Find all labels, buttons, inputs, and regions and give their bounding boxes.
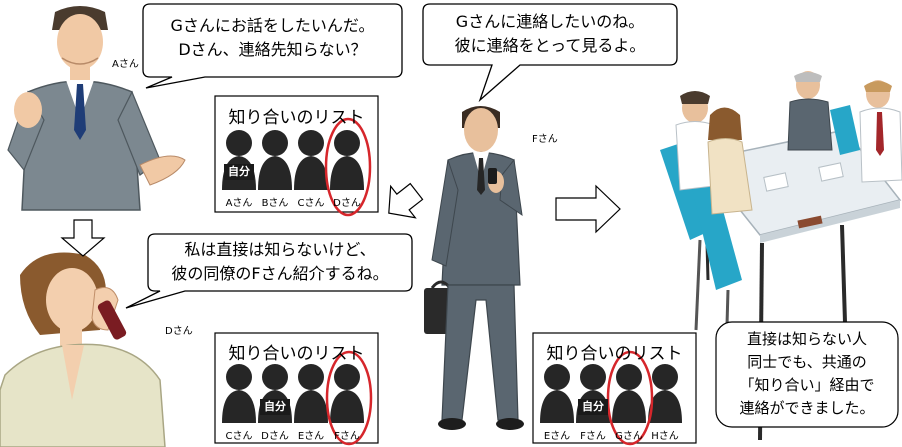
bubble-a-text: Gさんにお話をしたいんだ。 Dさん、連絡先知らない？ [143, 14, 402, 62]
bubble-d-text: 私は直接は知らないけど、 彼の同僚のFさん紹介するね。 [148, 238, 412, 286]
summary-note-text: 直接は知らない人 同士でも、共通の 「知り合い」経由で 連絡ができました。 [716, 328, 898, 420]
list-d-title: 知り合いのリスト [228, 344, 365, 364]
bubble-f-text: Gさんに連絡したいのね。 彼に連絡をとって見るよ。 [423, 10, 677, 58]
list-f-self-badge: 自分 [578, 399, 608, 415]
list-a-self-badge: 自分 [224, 164, 254, 180]
highlight-ring-d [324, 117, 372, 217]
speech-bubble-f [422, 3, 678, 103]
list-f-member-4: Hさん [651, 431, 679, 442]
list-d-member-1: Cさん [225, 431, 253, 442]
person-a-label: Aさん [112, 59, 139, 70]
list-d-member-3: Eさん [297, 431, 325, 442]
list-f-member-2: Fさん [580, 431, 606, 442]
list-f-member-1: Eさん [543, 431, 571, 442]
arrow-f-to-meeting [555, 184, 621, 234]
bubble-a-line2: Dさん、連絡先知らない？ [178, 40, 367, 59]
list-d-member-4: Fさん [334, 431, 360, 442]
person-d-illustration [0, 252, 166, 447]
bubble-f-line1: Gさんに連絡したいのね。 [455, 12, 645, 31]
speech-bubble-d [125, 233, 413, 309]
list-a-member-2: Bさん [261, 198, 289, 209]
list-d-member-2: Dさん [261, 431, 289, 442]
bubble-d-line1: 私は直接は知らないけど、 [184, 240, 376, 259]
meeting-illustration [660, 71, 902, 441]
arrow-down-a-to-d [60, 219, 106, 257]
list-a-member-1: Aさん [225, 198, 253, 209]
bubble-a-line1: Gさんにお話をしたいんだ。 [170, 16, 375, 35]
summary-note-line4: 連絡ができました。 [739, 399, 875, 417]
person-f-label: Fさん [532, 134, 558, 145]
summary-note-line1: 直接は知らない人 [746, 330, 867, 348]
list-d-self-badge: 自分 [260, 399, 290, 415]
highlight-ring-f [325, 350, 373, 446]
bubble-d-line2: 彼の同僚のFさん紹介するね。 [171, 264, 389, 283]
arrow-d-to-f [388, 182, 424, 219]
person-a-illustration [7, 6, 186, 211]
list-a-title: 知り合いのリスト [228, 108, 365, 128]
person-f-illustration [424, 106, 524, 430]
list-a-member-4: Dさん [333, 198, 361, 209]
list-f-title: 知り合いのリスト [546, 344, 683, 364]
summary-note-box [715, 321, 899, 428]
summary-note-line2: 同士でも、共通の [747, 353, 867, 371]
speech-bubble-a [142, 3, 403, 89]
summary-note-line3: 「知り合い」経由で [739, 376, 875, 394]
list-a-member-3: Cさん [297, 198, 325, 209]
person-d-label: Dさん [165, 326, 193, 337]
bubble-f-line2: 彼に連絡をとって見るよ。 [454, 36, 646, 55]
highlight-ring-g [606, 350, 654, 446]
list-f-member-3: Gさん [615, 431, 643, 442]
